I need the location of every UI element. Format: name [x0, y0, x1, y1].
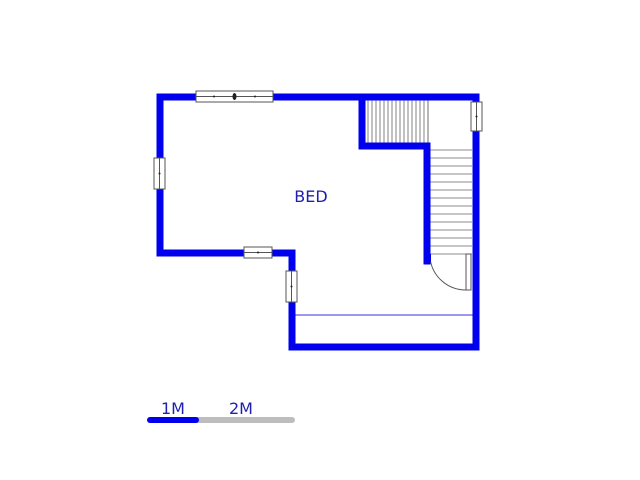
scale-label-1m: 1M: [161, 399, 185, 418]
door-swing-icon: [424, 253, 472, 291]
scale-bar: 1M 2M: [147, 399, 295, 423]
window-inner-step: [285, 270, 298, 303]
scale-label-2m: 2M: [229, 399, 253, 418]
window-right: [470, 101, 483, 132]
window-bottom-ledge: [243, 246, 273, 259]
room-label: BED: [294, 187, 327, 206]
staircase-icon: [367, 100, 472, 255]
window-top: [195, 90, 274, 103]
walls: [156, 93, 480, 351]
window-left: [153, 157, 166, 190]
